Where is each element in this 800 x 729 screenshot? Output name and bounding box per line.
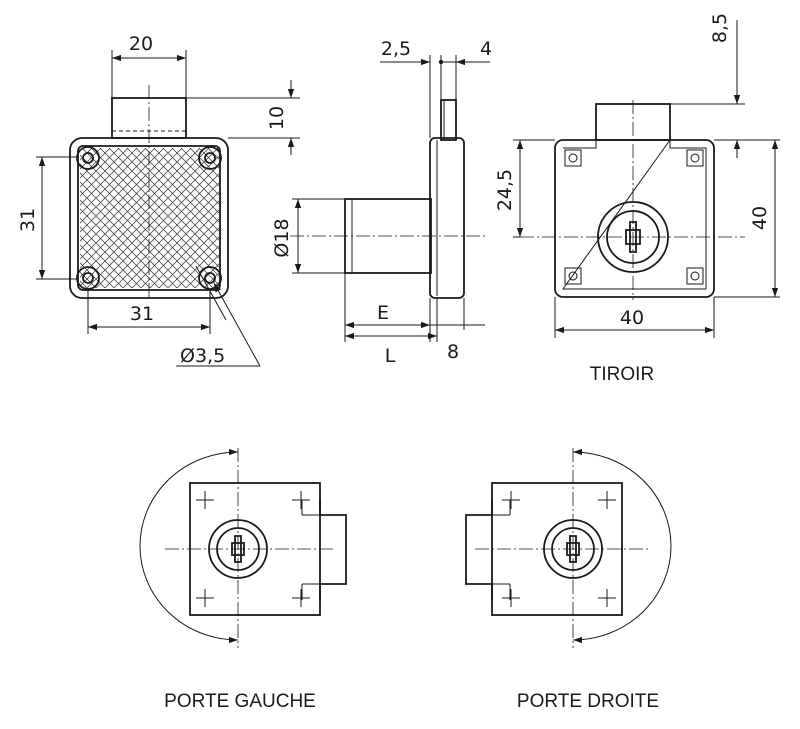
front-dim-31-bottom: 31	[130, 303, 154, 325]
porte-droite-view: PORTE DROITE	[465, 448, 672, 712]
tiroir-dim-40-bottom: 40	[620, 307, 644, 329]
tiroir-screw-holes	[564, 149, 704, 285]
tiroir-dim-24-5: 24,5	[494, 169, 516, 211]
side-dim-l: L	[385, 345, 396, 367]
front-dim-10: 10	[266, 106, 288, 130]
porte-droite-caption: PORTE DROITE	[517, 691, 659, 712]
screw-holes	[76, 146, 222, 290]
front-view: 20 10 31 31 Ø3,5	[17, 33, 300, 367]
front-dim-31-left: 31	[17, 208, 39, 232]
tiroir-caption: TIROIR	[590, 364, 654, 385]
tiroir-dim-40-right: 40	[749, 206, 771, 230]
side-view: 2,5 4 Ø18 E L 8	[271, 38, 492, 367]
knurled-surface	[80, 148, 220, 288]
front-dim-20: 20	[129, 33, 153, 55]
side-dim-2-5: 2,5	[381, 38, 411, 60]
side-dim-8: 8	[447, 341, 459, 363]
side-dim-e: E	[377, 302, 389, 324]
tiroir-dim-8-5: 8,5	[709, 13, 731, 43]
porte-gauche-view: PORTE GAUCHE	[139, 448, 347, 712]
tiroir-view: 8,5 24,5 40 40 TIROIR	[494, 13, 780, 385]
front-dim-hole: Ø3,5	[180, 345, 225, 367]
side-dim-18: Ø18	[271, 218, 293, 257]
porte-gauche-caption: PORTE GAUCHE	[164, 691, 316, 712]
side-dim-4: 4	[480, 38, 492, 60]
